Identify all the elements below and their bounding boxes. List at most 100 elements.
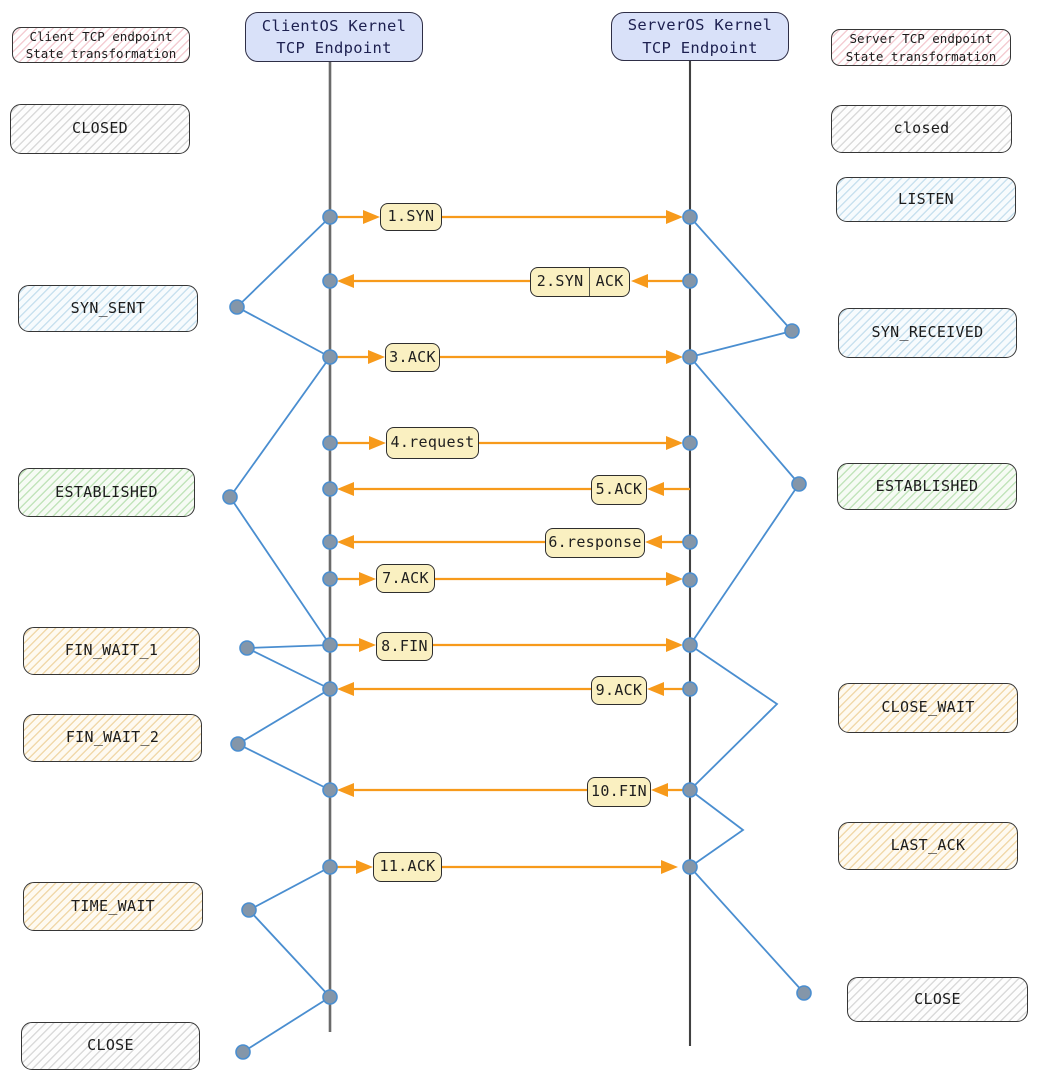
state-client-closed: CLOSED — [10, 104, 190, 154]
server-legend-line1: Server TCP endpoint — [849, 31, 993, 47]
client-endpoint-line2: TCP Endpoint — [276, 39, 392, 57]
event-dot — [682, 435, 698, 451]
arrowhead-icon — [337, 535, 354, 549]
state-client-fin-wait-2: FIN_WAIT_2 — [23, 714, 202, 762]
arrowhead-icon — [666, 210, 683, 224]
arrowhead-icon — [666, 638, 683, 652]
arrowhead-icon — [363, 210, 380, 224]
connector-client-established — [228, 356, 331, 646]
arrowhead-icon — [359, 638, 376, 652]
message-box-6-response: 6.response — [545, 528, 645, 558]
event-dot — [322, 209, 338, 225]
message-box-4-request: 4.request — [386, 427, 479, 459]
arrowhead-icon — [356, 860, 373, 874]
message-box-5-ack: 5.ACK — [591, 475, 647, 505]
arrowhead-icon — [661, 860, 678, 874]
state-dot-server-close — [796, 985, 812, 1001]
state-dot-client-close — [235, 1044, 251, 1060]
state-dot-client-fin-wait-2 — [230, 736, 246, 752]
message-arrows — [332, 210, 690, 874]
client-legend: Client TCP endpoint State transformation — [12, 27, 190, 63]
message-box-2-syn-ack: 2.SYN ACK — [530, 267, 630, 297]
state-server-syn-received: SYN_RECEIVED — [838, 308, 1017, 358]
arrowhead-icon — [359, 572, 376, 586]
event-dot — [322, 989, 338, 1005]
event-dot — [682, 534, 698, 550]
event-dot — [322, 571, 338, 587]
arrowhead-icon — [631, 274, 648, 288]
event-dot — [682, 681, 698, 697]
message-label-ack: ACK — [589, 268, 629, 296]
arrowhead-icon — [647, 682, 664, 696]
message-box-9-ack: 9.ACK — [591, 676, 647, 705]
event-dot — [322, 273, 338, 289]
arrowhead-icon — [645, 535, 662, 549]
event-dot — [682, 209, 698, 225]
client-legend-line2: State transformation — [25, 46, 177, 61]
message-box-7-ack: 7.ACK — [376, 564, 435, 593]
event-dot — [682, 637, 698, 653]
server-endpoint-header: ServerOS Kernel TCP Endpoint — [611, 12, 789, 61]
event-dot — [322, 435, 338, 451]
state-dot-client-time-wait — [241, 902, 257, 918]
connector-client-close — [242, 996, 331, 1053]
connector-server-close — [689, 866, 805, 994]
state-dot-client-syn-sent — [229, 299, 245, 315]
state-server-close-wait: CLOSE_WAIT — [838, 683, 1018, 733]
client-endpoint-header: ClientOS Kernel TCP Endpoint — [245, 12, 423, 62]
state-client-fin-wait-1: FIN_WAIT_1 — [23, 627, 200, 675]
connector-client-fin-wait-1 — [246, 644, 331, 690]
message-box-8-fin: 8.FIN — [376, 632, 433, 661]
message-box-3-ack: 3.ACK — [385, 343, 440, 372]
state-server-last-ack: LAST_ACK — [838, 822, 1018, 870]
arrowhead-icon — [337, 274, 354, 288]
event-dot — [322, 481, 338, 497]
arrowhead-icon — [368, 350, 385, 364]
state-client-syn-sent: SYN_SENT — [18, 285, 198, 332]
arrowhead-icon — [337, 682, 354, 696]
connector-client-time-wait — [247, 866, 331, 998]
state-server-closed: closed — [831, 105, 1012, 153]
event-dot — [322, 534, 338, 550]
arrowhead-icon — [666, 436, 683, 450]
client-legend-line1: Client TCP endpoint — [29, 28, 173, 44]
event-dot — [322, 349, 338, 365]
event-dot — [682, 859, 698, 875]
event-dot — [322, 637, 338, 653]
arrowhead-icon — [647, 482, 664, 496]
message-box-11-ack: 11.ACK — [373, 852, 442, 882]
arrowhead-icon — [666, 572, 683, 586]
event-dot — [682, 349, 698, 365]
event-dot — [682, 782, 698, 798]
connector-client-fin-wait-2 — [236, 688, 331, 791]
event-dot — [682, 572, 698, 588]
state-server-close: CLOSE — [847, 977, 1028, 1022]
arrowhead-icon — [666, 350, 683, 364]
event-dot — [682, 273, 698, 289]
state-dot-client-established — [222, 489, 238, 505]
message-box-10-fin: 10.FIN — [587, 777, 651, 807]
server-endpoint-line1: ServerOS Kernel — [627, 16, 773, 35]
connector-server-last-ack — [689, 789, 745, 868]
event-dots — [222, 209, 812, 1060]
state-connectors — [228, 216, 805, 1053]
connector-server-syn-received — [689, 216, 794, 358]
arrowhead-icon — [337, 783, 354, 797]
server-legend-line2: State transformation — [845, 48, 997, 64]
message-box-1-syn: 1.SYN — [380, 203, 442, 231]
state-client-close: CLOSE — [21, 1022, 200, 1070]
server-endpoint-line2: TCP Endpoint — [642, 38, 758, 57]
connector-client-syn-sent — [235, 216, 331, 358]
state-server-established: ESTABLISHED — [837, 463, 1017, 510]
server-legend: Server TCP endpoint State transformation — [831, 29, 1011, 66]
state-dot-server-established — [791, 476, 807, 492]
arrowhead-icon — [651, 783, 668, 797]
arrowhead-icon — [369, 436, 386, 450]
state-client-established: ESTABLISHED — [18, 468, 195, 517]
state-dot-server-syn-received — [784, 323, 800, 339]
message-label-syn: 2.SYN — [536, 272, 584, 291]
client-endpoint-line1: ClientOS Kernel — [261, 16, 407, 35]
event-dot — [322, 681, 338, 697]
event-dot — [322, 782, 338, 798]
